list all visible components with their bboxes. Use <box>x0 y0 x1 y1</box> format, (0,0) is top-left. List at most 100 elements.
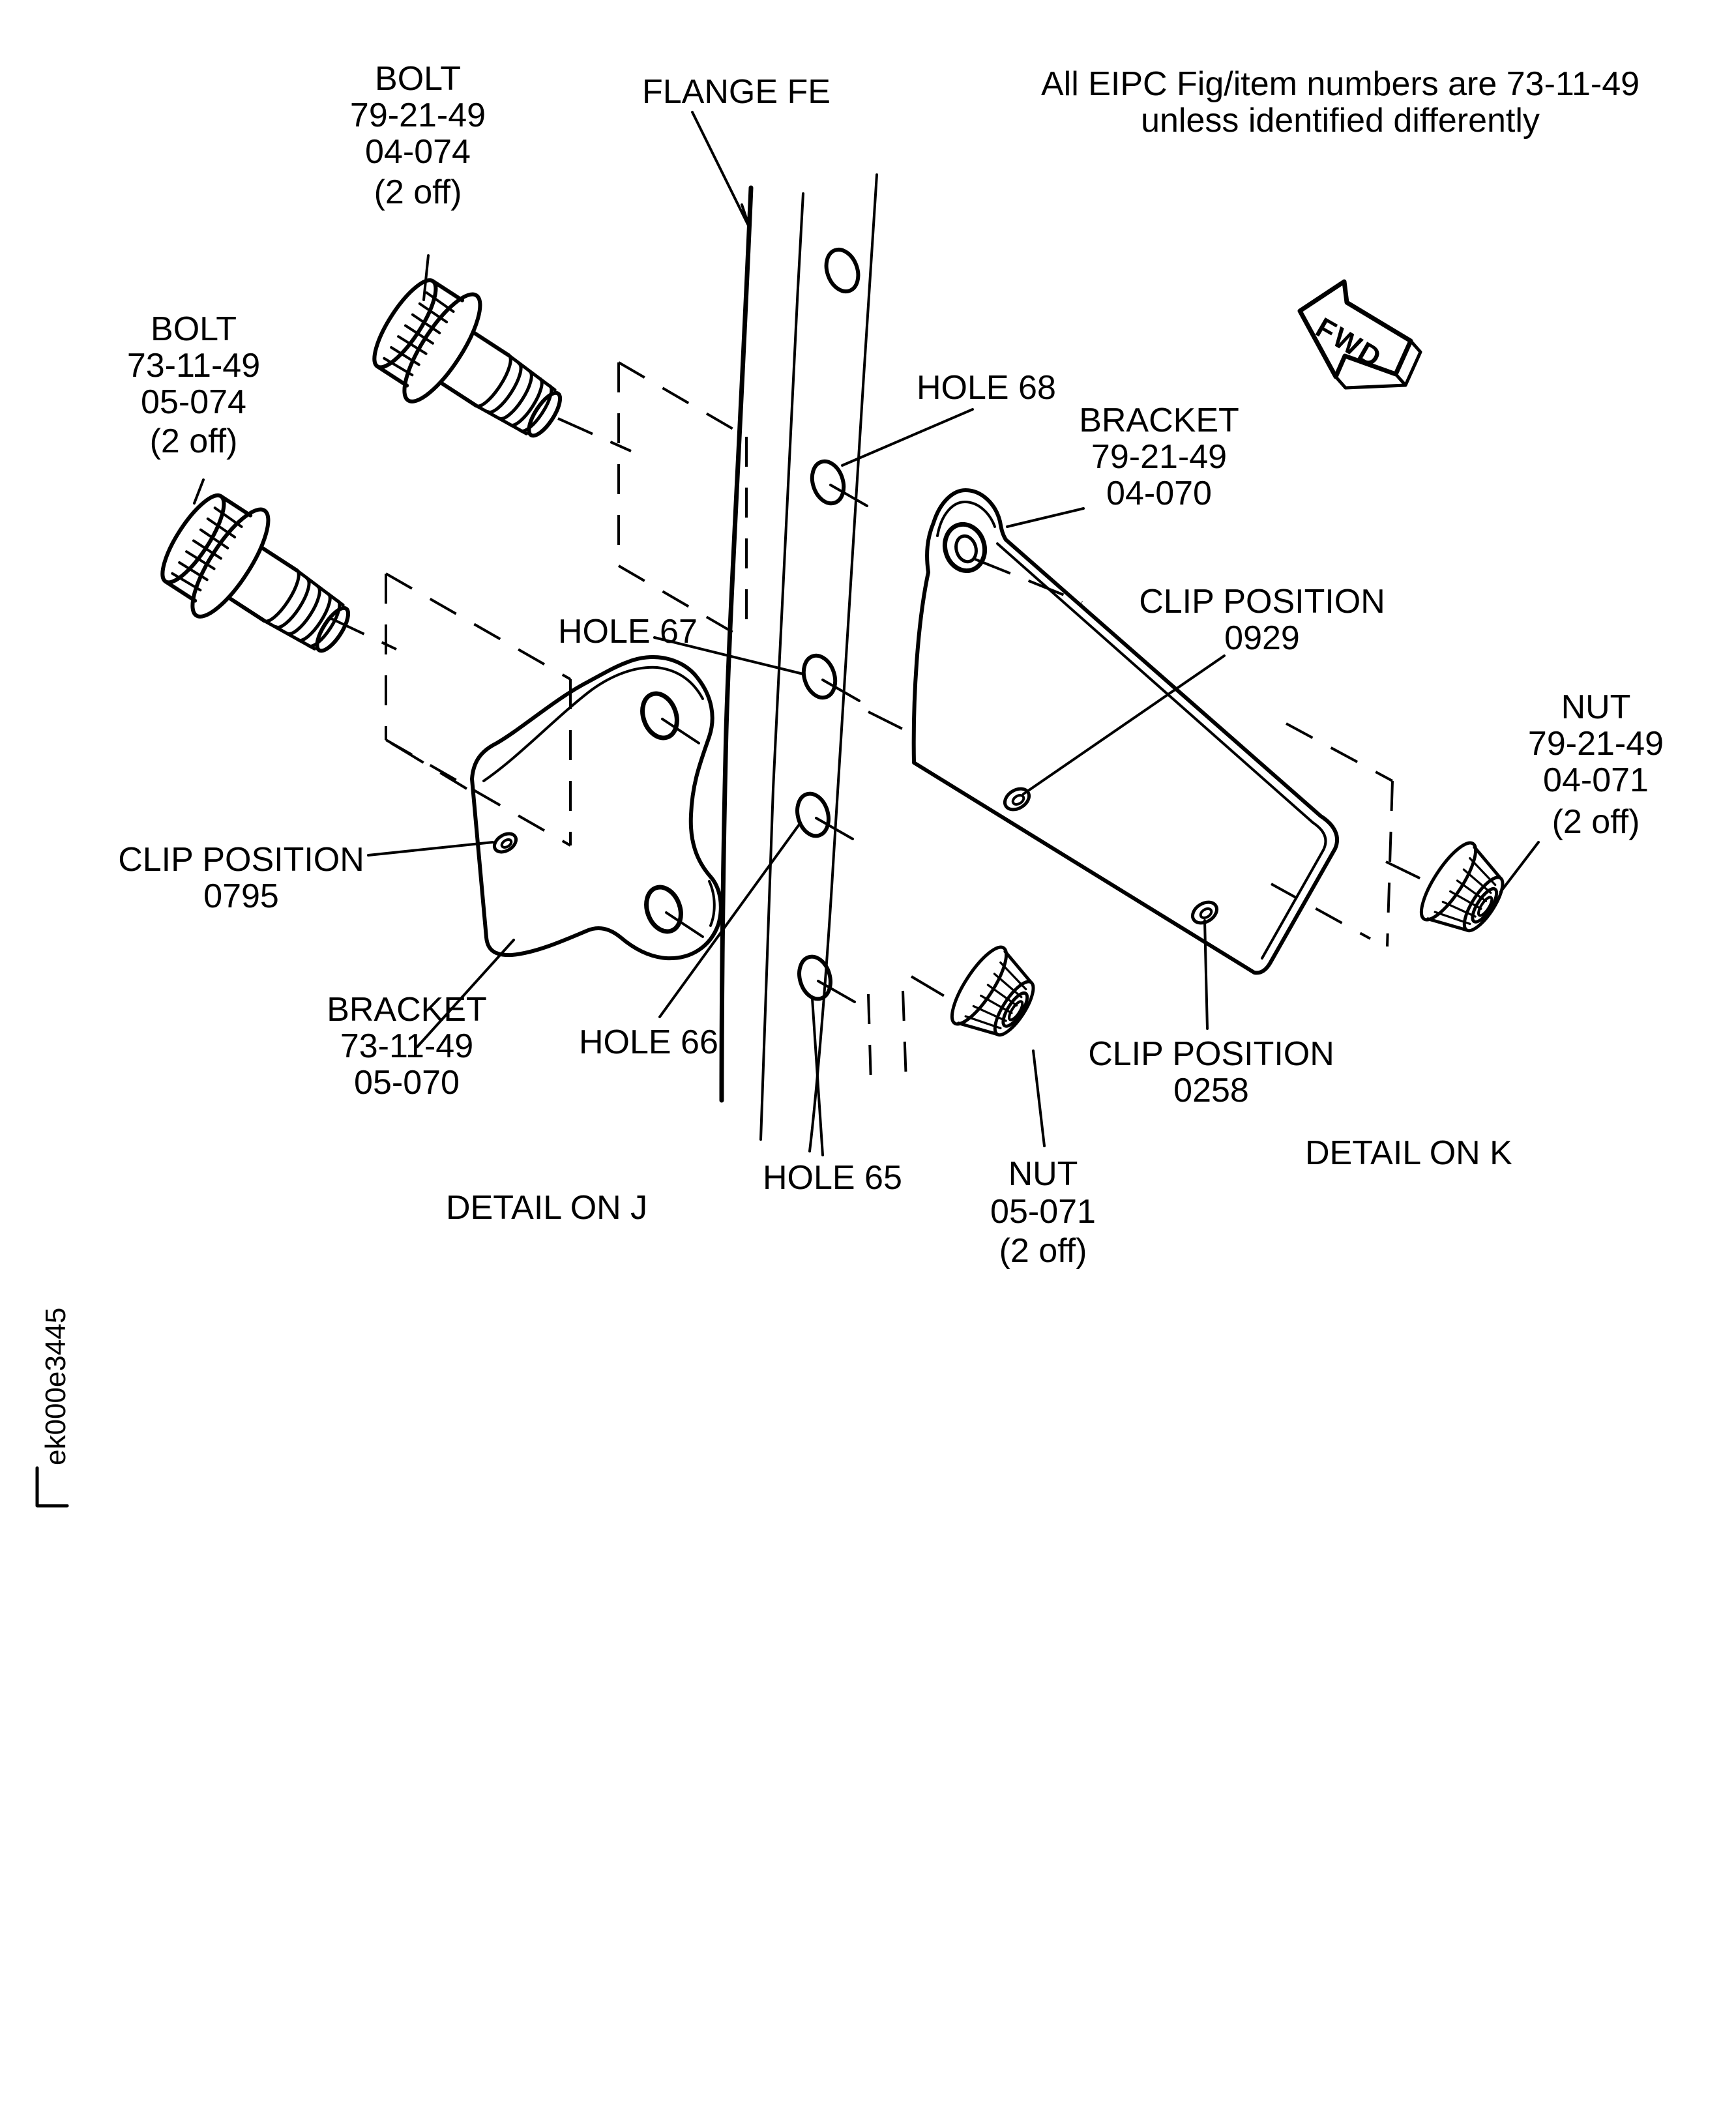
flange-fe <box>719 173 878 1152</box>
bracket-j-hole-upper <box>640 691 679 741</box>
bracket-j-inner-lobe <box>708 880 716 927</box>
phantom-bracket-top <box>617 361 748 641</box>
clip-hole-0929 <box>1003 787 1031 812</box>
svg-text:(2 off): (2 off) <box>374 173 462 211</box>
svg-text:NUT: NUT <box>1561 688 1631 726</box>
phantom-bracket-left <box>385 572 572 847</box>
text-labels: BOLT 79-21-49 04-074 (2 off) FLANGE FE A… <box>35 60 1664 1508</box>
label-clip-0795: CLIP POSITION 0795 <box>118 841 364 915</box>
doc-code-corner-mark <box>35 1466 69 1508</box>
label-flange: FLANGE FE <box>642 73 831 111</box>
svg-text:04-070: 04-070 <box>1106 475 1212 512</box>
label-bracket-j: BRACKET 73-11-49 05-070 <box>327 991 487 1102</box>
leader-clip-0795 <box>367 841 494 857</box>
svg-text:BOLT: BOLT <box>151 310 237 348</box>
leader-hole68 <box>841 408 974 467</box>
label-clip-0258: CLIP POSITION 0258 <box>1088 1035 1334 1109</box>
label-detail-j: DETAIL ON J <box>446 1189 647 1227</box>
svg-text:05-074: 05-074 <box>141 383 246 421</box>
flange-edge-mid <box>759 192 804 1141</box>
bracket-k-outline <box>911 488 1339 975</box>
leader-hole66 <box>658 821 802 1018</box>
bracket-k-tab-hole-inner <box>954 534 978 564</box>
clip-hole-0929-inner <box>1011 794 1025 806</box>
hole-67-ellipse <box>801 653 838 700</box>
bracket-j-hole-upper-tick <box>661 718 700 744</box>
doc-code: ek000e3445 <box>40 1308 72 1465</box>
leader-nut-bottom <box>1032 1049 1046 1147</box>
assembly-centerlines <box>329 417 1431 1003</box>
flange-edge-left <box>719 185 754 1103</box>
centerline-bolt-left <box>329 617 397 651</box>
label-bracket-k: BRACKET 79-21-49 04-070 <box>1079 402 1239 512</box>
leader-clip-0929 <box>1022 654 1226 795</box>
phantom-bracket-right <box>1271 722 1394 947</box>
centerline-bolt-top <box>557 417 632 452</box>
svg-text:0795: 0795 <box>203 877 279 915</box>
label-bolt-left: BOLT 73-11-49 05-074 (2 off) <box>127 310 260 460</box>
bracket-j <box>470 655 723 961</box>
svg-text:05-070: 05-070 <box>354 1064 460 1102</box>
svg-text:BRACKET: BRACKET <box>1079 402 1239 439</box>
hole-67-centerline-tick <box>821 679 861 702</box>
svg-text:0258: 0258 <box>1173 1072 1249 1109</box>
label-detail-k: DETAIL ON K <box>1305 1134 1512 1172</box>
leader-hole65 <box>811 997 824 1156</box>
label-bolt-top: BOLT 79-21-49 04-074 (2 off) <box>350 60 486 211</box>
leader-bracket-j <box>416 939 515 1048</box>
phantom-line-a <box>867 993 872 1084</box>
hole-top-ellipse <box>824 248 861 293</box>
svg-text:73-11-49: 73-11-49 <box>340 1027 473 1065</box>
bracket-k <box>911 488 1339 975</box>
svg-text:(2 off): (2 off) <box>1552 803 1640 841</box>
svg-text:CLIP POSITION: CLIP POSITION <box>1139 583 1385 621</box>
leader-bracket-k <box>1006 507 1085 528</box>
hole-66-centerline-tick <box>815 817 854 840</box>
bracket-k-inner-fold <box>1261 821 1327 960</box>
bracket-j-hole-lower <box>644 885 683 934</box>
fwd-arrow-extrusion <box>1334 339 1422 390</box>
bracket-k-tab-hole <box>943 521 987 574</box>
hole-65-ellipse <box>797 954 832 1001</box>
svg-text:04-074: 04-074 <box>365 133 471 171</box>
leader-nut-right <box>1499 841 1540 893</box>
bolt-04-074 <box>358 263 586 472</box>
label-nut-right: NUT 79-21-49 04-071 (2 off) <box>1528 688 1664 841</box>
flange-edge-right <box>808 173 878 1152</box>
svg-text:73-11-49: 73-11-49 <box>127 347 260 385</box>
phantom-line-b <box>902 990 907 1083</box>
bracket-j-outline <box>470 655 723 961</box>
svg-text:(2 off): (2 off) <box>999 1232 1087 1270</box>
svg-text:05-071: 05-071 <box>990 1193 1096 1231</box>
hole-68-ellipse <box>810 459 846 506</box>
leader-flange <box>691 111 751 229</box>
svg-text:79-21-49: 79-21-49 <box>350 96 486 134</box>
hole-65-centerline-tick <box>817 980 856 1003</box>
svg-text:0929: 0929 <box>1224 619 1300 657</box>
svg-text:BRACKET: BRACKET <box>327 991 487 1029</box>
svg-text:79-21-49: 79-21-49 <box>1528 725 1664 763</box>
clip-hole-0258 <box>1190 900 1219 925</box>
svg-text:CLIP POSITION: CLIP POSITION <box>1088 1035 1334 1073</box>
bolt-05-074 <box>146 478 374 687</box>
hole-68-centerline-tick <box>829 484 868 507</box>
nut-05-071 <box>943 941 1048 1052</box>
centerline-into-nut-right <box>1385 860 1431 885</box>
svg-text:NUT: NUT <box>1008 1155 1078 1193</box>
centerline-to-bracket-j <box>390 742 468 790</box>
leader-lines <box>193 111 1540 1156</box>
label-note: All EIPC Fig/item numbers are 73-11-49 u… <box>1041 65 1640 139</box>
svg-text:(2 off): (2 off) <box>150 422 238 460</box>
fwd-arrow-face <box>1297 279 1413 379</box>
label-hole65: HOLE 65 <box>763 1159 902 1197</box>
phantom-positions <box>385 361 1394 1084</box>
hole-66-ellipse <box>795 791 831 838</box>
svg-text:BOLT: BOLT <box>375 60 461 98</box>
centerline-into-nut-bottom <box>910 975 954 1003</box>
svg-text:All EIPC Fig/item numbers are: All EIPC Fig/item numbers are 73-11-49 <box>1041 65 1640 103</box>
leader-bolt-top <box>422 254 430 301</box>
bracket-j-inner-edge <box>482 666 704 782</box>
label-hole66: HOLE 66 <box>579 1023 718 1061</box>
